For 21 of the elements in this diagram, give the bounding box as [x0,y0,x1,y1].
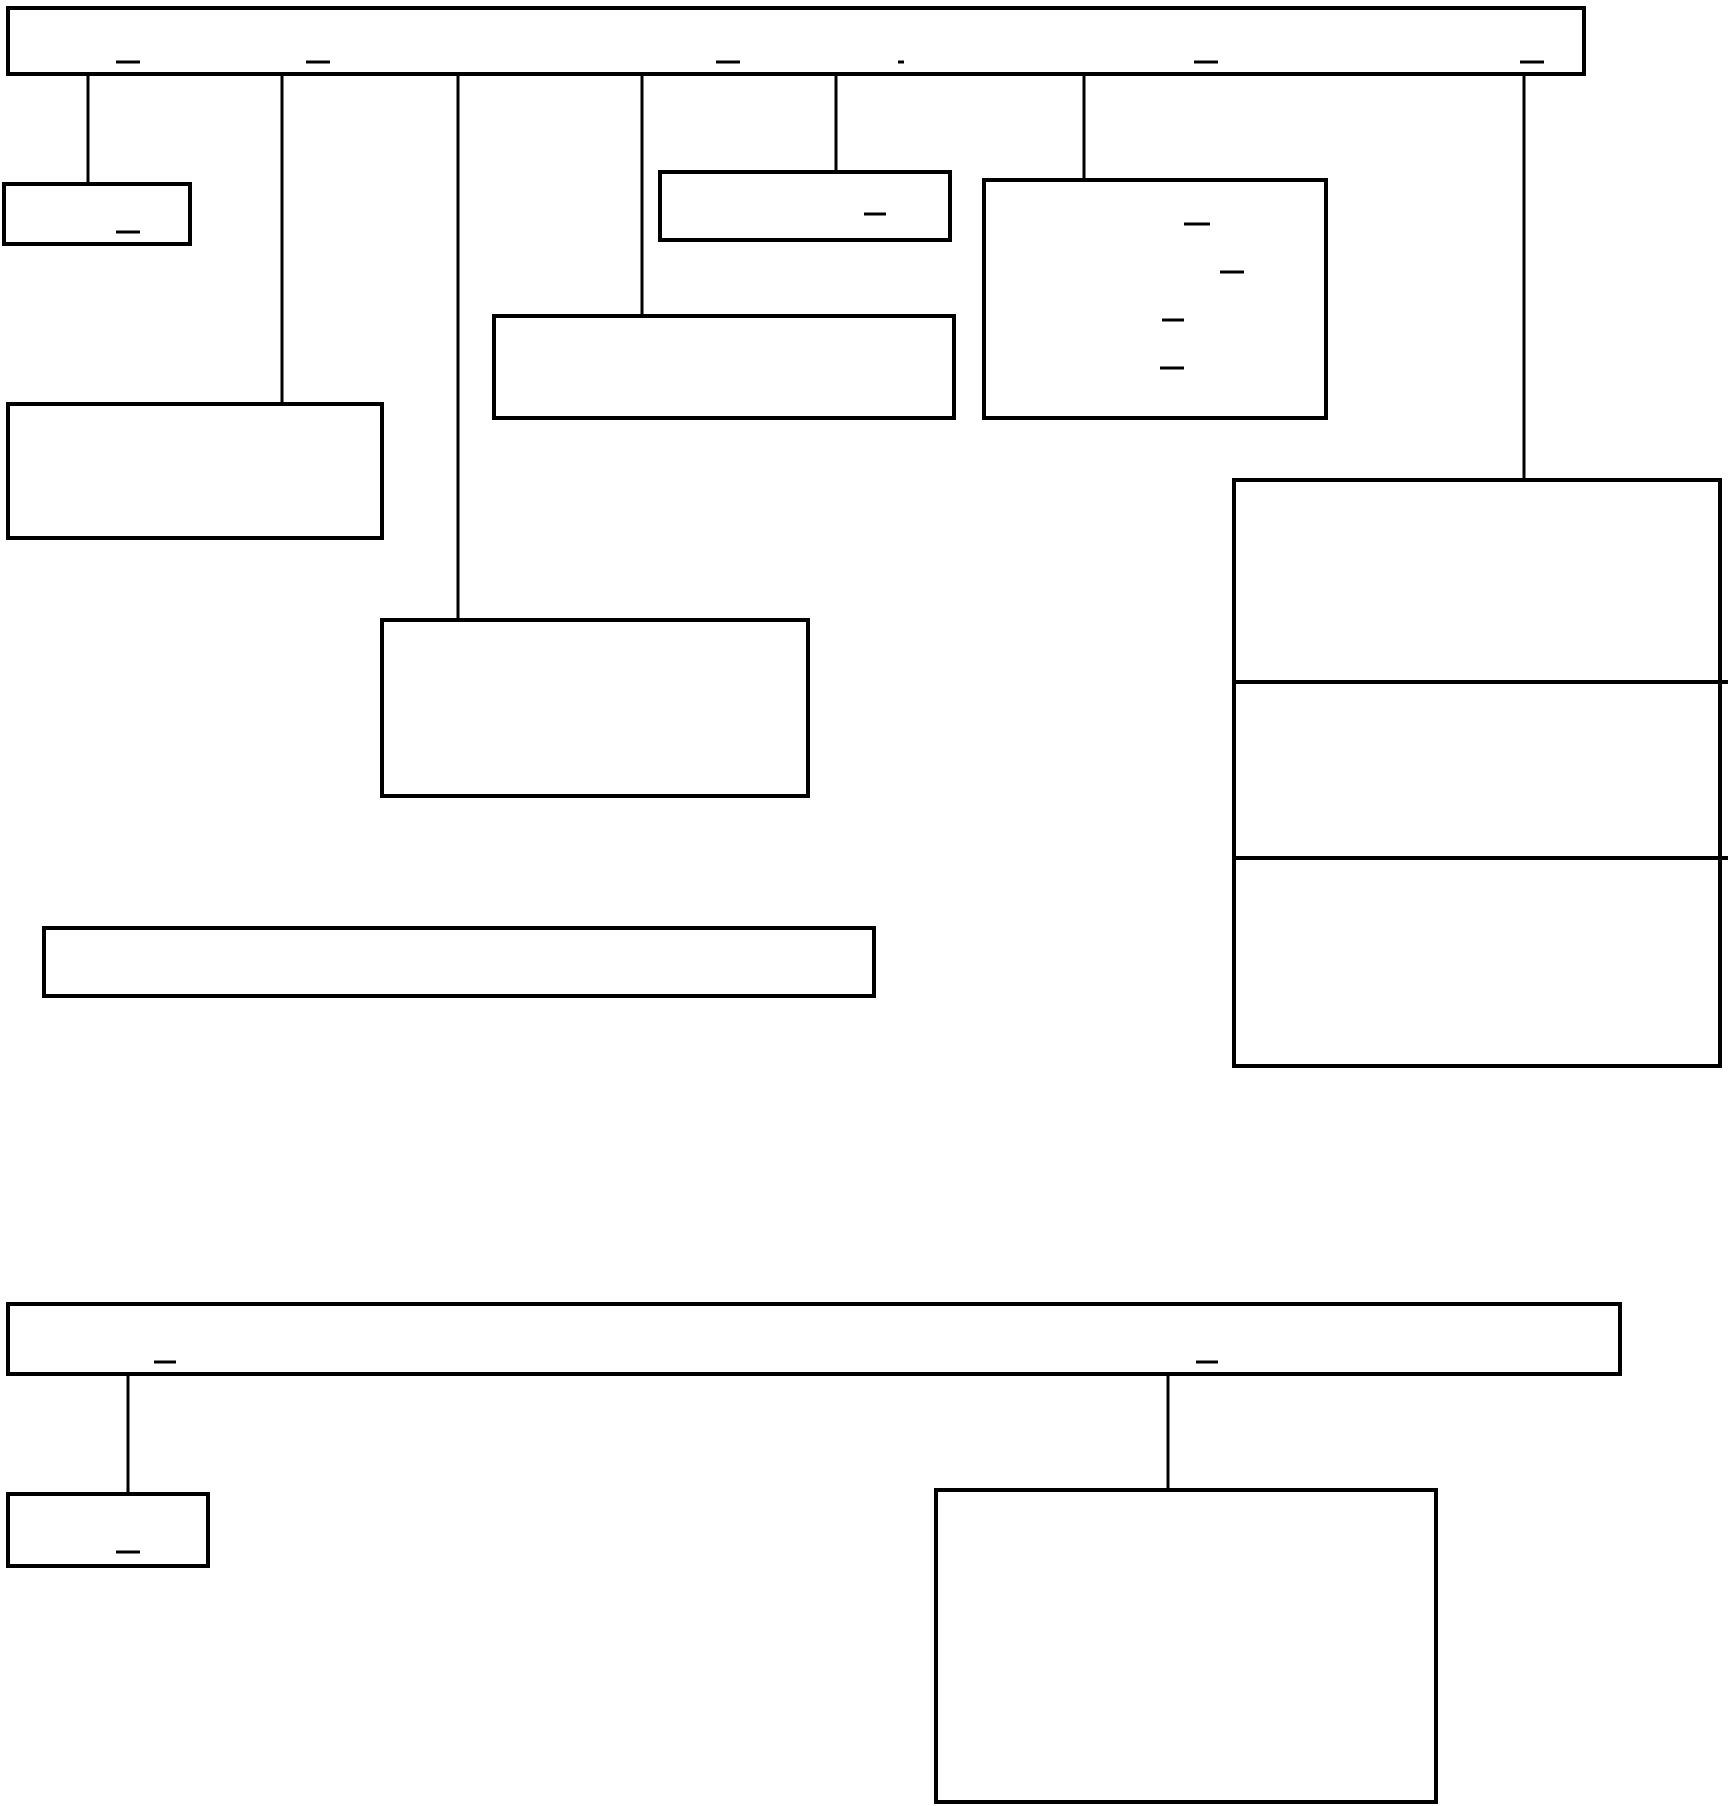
connector-line [834,76,838,170]
connector-line [126,1376,130,1492]
connector-line [1166,1376,1170,1488]
empty-box [6,6,1586,76]
empty-box [2,182,192,246]
empty-box [934,1488,1438,1804]
empty-box [658,170,952,242]
connector-line [280,76,284,402]
empty-box [42,926,876,998]
empty-box [6,1302,1622,1376]
connector-line [456,76,460,618]
connector-line [1082,76,1086,178]
empty-box [380,618,810,798]
empty-box [1232,478,1722,1068]
connector-line [86,76,90,182]
connector-line [640,76,644,314]
empty-box [982,178,1328,420]
empty-box [6,402,384,540]
empty-box [492,314,956,420]
empty-box [6,1492,210,1568]
connector-line [1522,76,1526,478]
